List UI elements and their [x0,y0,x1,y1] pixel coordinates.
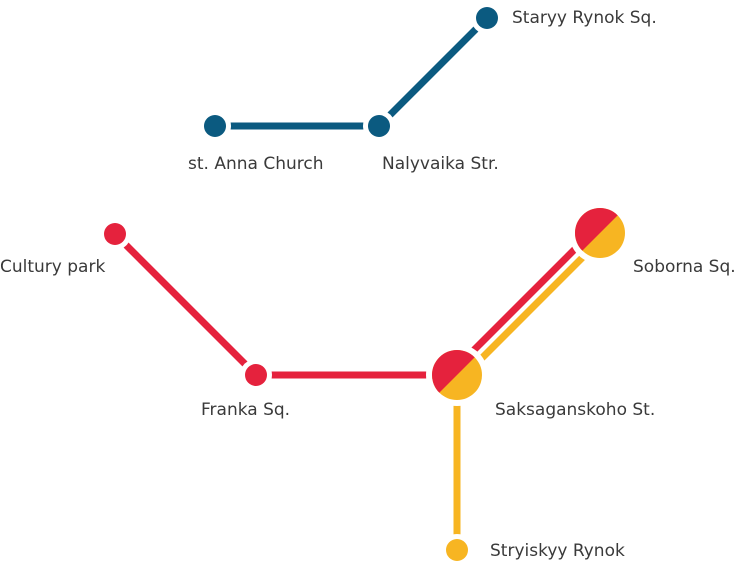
label-saksaganskoho: Saksaganskoho St. [495,400,656,420]
label-franka: Franka Sq. [201,400,291,420]
station-dot-nalyvaika[interactable] [368,115,390,137]
station-dot-cultury-park[interactable] [104,223,126,245]
interchange-soborna[interactable] [569,202,631,264]
interchange-saksaganskoho[interactable] [426,344,488,406]
station-dot-staryy-rynok[interactable] [476,7,498,29]
station-dot-st-anna-fill[interactable] [204,115,226,137]
red-segment-saksaganskoho-soborna [450,225,599,374]
yellow-segment-saksaganskoho-soborna [458,233,607,382]
blue-segment-nalyvaika-staryy-rynok [376,15,490,129]
label-staryy-rynok: Staryy Rynok Sq. [512,8,657,28]
label-nalyvaika: Nalyvaika Str. [382,154,499,174]
label-stryiskyy: Stryiskyy Rynok [490,541,625,561]
label-st-anna: st. Anna Church [188,154,324,174]
label-soborna: Soborna Sq. [633,257,736,277]
blue-line [199,2,503,142]
station-dot-franka[interactable] [245,364,267,386]
label-cultury-park: Cultury park [0,257,106,277]
station-dot-stryiskyy[interactable] [446,539,468,561]
red-line [112,225,607,382]
red-segment-cultury-franka [112,231,259,378]
